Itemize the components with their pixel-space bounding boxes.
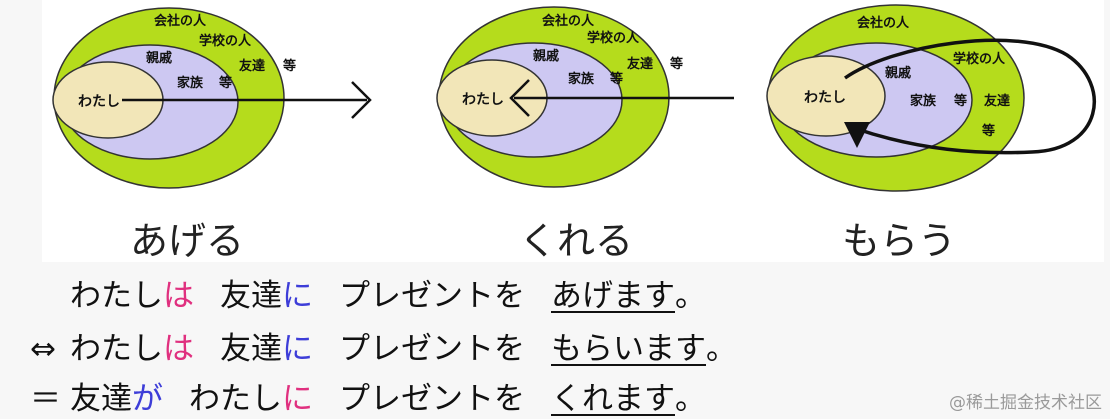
sentence-subject: 友達 [70, 381, 132, 417]
sentence-verb: くれます [551, 381, 675, 417]
verb-label-ageru: あげる [130, 219, 245, 263]
label-family: 家族 [177, 75, 204, 91]
label-friends: 友達 [984, 93, 1010, 109]
sentence-target: 友達 [220, 278, 282, 314]
sentence-particle-ga: が [132, 381, 163, 417]
sentence-particle-ni: に [282, 331, 313, 367]
sentence-end: 。 [675, 278, 706, 314]
sentence-moraimasu: ⇔ わたしは友達にプレゼントをもらいます。 [30, 323, 737, 368]
label-etc-family: 等 [609, 71, 623, 87]
label-etc-family: 等 [218, 75, 232, 91]
diagram-kureru: 会社の人 学校の人 親戚 友達 等 家族 等 わたし [436, 6, 734, 188]
label-company: 会社の人 [542, 13, 595, 29]
give-arrowhead [351, 81, 372, 119]
sentence-ageru: わたしは友達にプレゼントをあげます。 [30, 270, 706, 315]
label-company: 会社の人 [154, 13, 207, 29]
watermark: @稀土掘金技术社区 [949, 393, 1102, 413]
label-friends: 友達 [627, 56, 653, 72]
verb-label-kureru: くれる [519, 219, 634, 263]
label-me: わたし [462, 92, 504, 108]
label-me: わたし [804, 90, 846, 106]
diagram-canvas: 会社の人 学校の人 親戚 友達 等 家族 等 わたし 会社の人 学校の人 親戚 … [52, 4, 1096, 192]
loop-arrow [843, 38, 1096, 155]
sentence-particle-ni: に [282, 381, 313, 417]
loop-arrowhead [844, 122, 870, 148]
label-friends: 友達 [239, 58, 265, 74]
receive-arrowhead [509, 79, 530, 117]
label-etc-outer: 等 [669, 56, 683, 72]
sentence-object: プレゼントを [339, 278, 525, 314]
sentence-subject: わたし [70, 278, 163, 314]
label-family: 家族 [568, 71, 595, 87]
diagram-ageru: 会社の人 学校の人 親戚 友達 等 家族 等 わたし [52, 7, 372, 189]
label-school: 学校の人 [587, 30, 640, 46]
label-relatives: 親戚 [146, 50, 172, 66]
label-school: 学校の人 [199, 33, 252, 49]
label-etc-outer: 等 [282, 58, 296, 74]
label-relatives: 親戚 [533, 48, 559, 64]
label-family: 家族 [910, 93, 937, 109]
label-company: 会社の人 [857, 15, 910, 31]
sentence-end: 。 [675, 381, 706, 417]
sentence-end: 。 [706, 331, 737, 367]
diagram-panel: 会社の人 学校の人 親戚 友達 等 家族 等 わたし 会社の人 学校の人 親戚 … [42, 0, 1104, 263]
verb-label-morau: もらう [842, 219, 957, 263]
sentence-particle-ni: に [282, 278, 313, 314]
sentence-target: わたし [189, 381, 282, 417]
label-etc-family: 等 [953, 93, 967, 109]
me-circle [766, 55, 886, 137]
label-me: わたし [78, 94, 120, 110]
sentence-prefix: ＝ [30, 381, 61, 417]
sentence-object: プレゼントを [339, 331, 525, 367]
sentence-kuremasu: ＝友達がわたしにプレゼントをくれます。 [30, 373, 706, 418]
sentence-subject: わたし [70, 331, 163, 367]
sentence-particle-wa: は [163, 278, 194, 314]
sentence-verb: もらいます [551, 331, 706, 367]
label-relatives: 親戚 [885, 65, 911, 81]
label-etc-outer: 等 [981, 123, 995, 139]
sentence-verb: あげます [551, 278, 675, 314]
sentence-target: 友達 [220, 331, 282, 367]
sentence-particle-wa: は [163, 331, 194, 367]
sentence-prefix: ⇔ [30, 331, 56, 367]
diagram-morau: 会社の人 学校の人 親戚 友達 等 家族 等 わたし [766, 4, 1096, 192]
label-school: 学校の人 [953, 51, 1006, 67]
sentence-object: プレゼントを [339, 381, 525, 417]
